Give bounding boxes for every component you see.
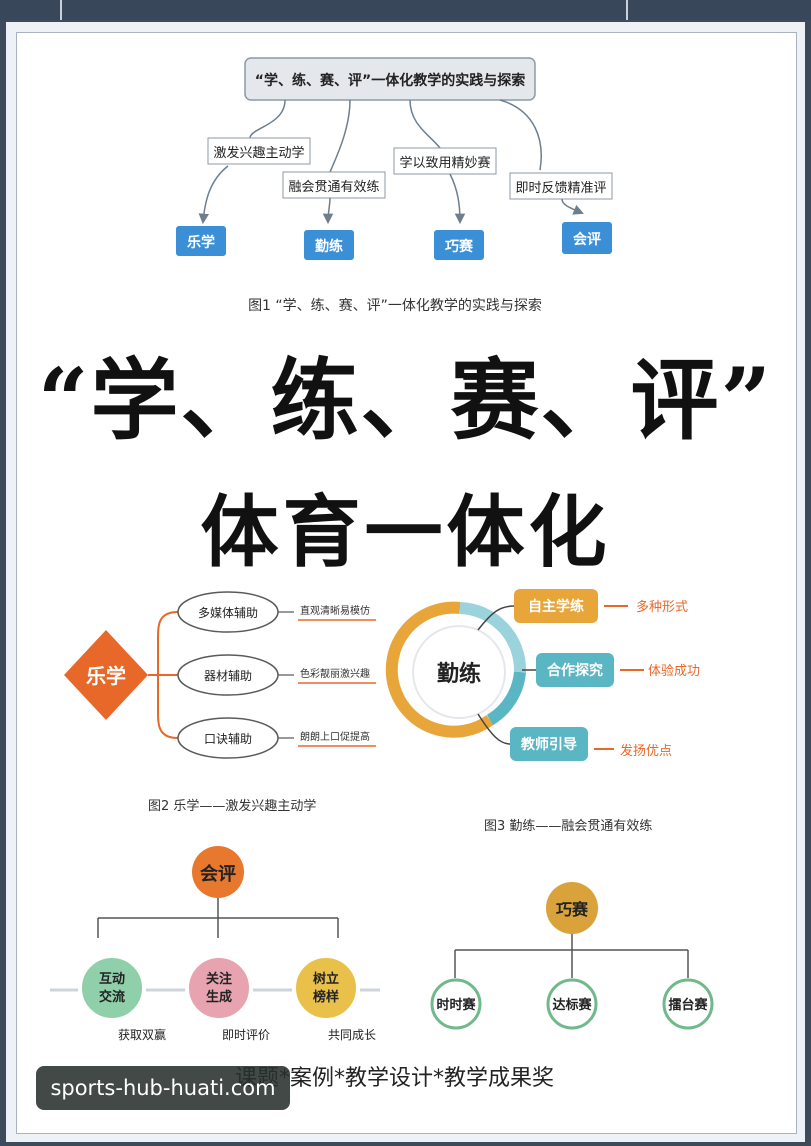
fig4-root-circle bbox=[192, 846, 244, 898]
fig4-item-circle bbox=[292, 954, 360, 1022]
fig2-item-label: 口诀辅助 bbox=[204, 732, 252, 746]
fig4-item-note: 获取双赢 bbox=[118, 1027, 166, 1042]
fig4-item-circle bbox=[185, 954, 253, 1022]
fig1-branch-label: 融会贯通有效练 bbox=[288, 180, 379, 195]
fig1-leaf-box bbox=[176, 226, 226, 256]
fig1-branch-box bbox=[207, 137, 311, 165]
fig3-item-label: 合作探究 bbox=[547, 662, 603, 679]
fig1-leaf-box bbox=[562, 222, 612, 254]
fig3-caption: 图3 勤练——融会贯通有效练 bbox=[484, 819, 652, 834]
fig1-arrow bbox=[198, 165, 229, 225]
top-bar-tick bbox=[626, 0, 628, 20]
watermark-badge: sports-hub-huati.com bbox=[36, 1066, 290, 1110]
fig3-ring-arc bbox=[459, 602, 527, 673]
fig1-root-text: “学、练、赛、评”一体化教学的实践与探索 bbox=[255, 72, 525, 89]
fig3-connector bbox=[477, 713, 511, 745]
fig5-item-label: 达标赛 bbox=[552, 997, 592, 1013]
page-sheet bbox=[6, 22, 805, 1142]
fig5-tree: 巧赛 时时赛 达标赛 擂台赛 bbox=[430, 882, 714, 1030]
fig2-item-label: 器材辅助 bbox=[204, 669, 252, 683]
fig4-item-label: 互动 bbox=[99, 972, 125, 987]
fig4-item-circle bbox=[78, 954, 146, 1022]
fig3-ring-arc bbox=[385, 601, 494, 738]
fig2-item-note: 朗朗上口促提高 bbox=[300, 730, 370, 743]
fig1-arrow bbox=[561, 198, 584, 215]
fig1-branch-box bbox=[509, 172, 613, 200]
fig3-mind-map: 勤练 自主学练 合作探究 教师引导 多种形式 体验成功 发扬优点 图3 勤练——… bbox=[385, 589, 700, 834]
fig3-item-note: 体验成功 bbox=[648, 663, 700, 679]
fig2-item-note: 直观清晰易模仿 bbox=[300, 604, 370, 617]
fig4-item-label: 关注 bbox=[206, 971, 232, 987]
fig2-center-diamond bbox=[64, 630, 148, 720]
fig1-arrow bbox=[322, 197, 334, 225]
top-bar bbox=[0, 0, 811, 20]
fig1-branch-label: 激发兴趣主动学 bbox=[213, 145, 304, 161]
fig3-item-box bbox=[510, 727, 588, 761]
headline-line-2: 体育一体化 bbox=[200, 488, 611, 578]
fig3-ring-arc bbox=[486, 671, 526, 726]
fig1-connector bbox=[249, 99, 286, 139]
fig3-item-label: 自主学练 bbox=[528, 598, 584, 615]
fig1-connector bbox=[409, 99, 441, 149]
fig3-item-label: 教师引导 bbox=[521, 736, 577, 753]
fig4-item-label: 交流 bbox=[99, 989, 125, 1005]
fig4-item-label: 树立 bbox=[313, 971, 339, 987]
fig2-center-label: 乐学 bbox=[86, 664, 126, 688]
fig2-item-label: 多媒体辅助 bbox=[198, 606, 258, 620]
fig3-item-note: 多种形式 bbox=[636, 599, 688, 615]
fig4-item-note: 即时评价 bbox=[222, 1028, 270, 1042]
fig1-concept-map: “学、练、赛、评”一体化教学的实践与探索 激发兴趣主动学 融会贯通有效练 学以致… bbox=[176, 57, 613, 314]
fig2-caption: 图2 乐学——激发兴趣主动学 bbox=[148, 798, 316, 814]
fig1-leaf-label: 勤练 bbox=[315, 238, 343, 255]
fig5-root-label: 巧赛 bbox=[556, 900, 589, 919]
fig3-item-note: 发扬优点 bbox=[620, 743, 672, 759]
fig1-leaf-box bbox=[434, 230, 484, 260]
fig4-tree: 会评 互动 交流 关注 生成 树立 榜样 获取双赢 即时评价 共同成长 bbox=[50, 846, 380, 1042]
fig3-center-label: 勤练 bbox=[437, 661, 481, 687]
fig2-item-note: 色彩靓丽激兴趣 bbox=[300, 667, 370, 680]
fig2-mind-map: 乐学 多媒体辅助 器材辅助 口诀辅助 直观清晰易模仿 色彩靓丽激兴趣 朗朗上口促… bbox=[64, 591, 376, 814]
fig1-leaf-label: 会评 bbox=[573, 231, 601, 248]
fig1-leaf-label: 乐学 bbox=[187, 234, 215, 251]
fig1-branch-label: 即时反馈精准评 bbox=[515, 181, 606, 196]
fig1-connector bbox=[499, 99, 542, 171]
fig5-item-label: 时时赛 bbox=[436, 997, 476, 1013]
fig1-leaf-box bbox=[304, 230, 354, 260]
fig3-center-circle bbox=[412, 625, 506, 719]
top-bar-tick bbox=[60, 0, 62, 20]
fig1-arrow bbox=[449, 173, 466, 225]
fig4-item-note: 共同成长 bbox=[328, 1028, 376, 1042]
fig1-leaf-label: 巧赛 bbox=[445, 238, 474, 255]
fig4-item-label: 榜样 bbox=[313, 989, 339, 1005]
headline-line-1: “学、练、赛、评” bbox=[37, 348, 774, 452]
fig1-caption: 图1 “学、练、赛、评”一体化教学的实践与探索 bbox=[248, 297, 542, 314]
fig5-item-circle bbox=[430, 978, 482, 1030]
fig1-branch-box bbox=[282, 171, 386, 199]
fig3-connector bbox=[477, 605, 515, 631]
fig4-root-label: 会评 bbox=[200, 863, 236, 885]
fig1-connector bbox=[329, 99, 351, 173]
fig1-root-box bbox=[244, 57, 536, 101]
fig5-item-circle bbox=[662, 978, 714, 1030]
fig1-branch-label: 学以致用精妙赛 bbox=[399, 155, 490, 171]
fig1-branch-box bbox=[393, 147, 497, 175]
fig3-item-box bbox=[514, 589, 598, 623]
fig5-item-circle bbox=[546, 978, 598, 1030]
fig4-item-label: 生成 bbox=[206, 989, 232, 1005]
fig3-item-box bbox=[536, 653, 614, 687]
fig5-item-label: 擂台赛 bbox=[668, 997, 708, 1013]
fig5-root-circle bbox=[546, 882, 598, 934]
